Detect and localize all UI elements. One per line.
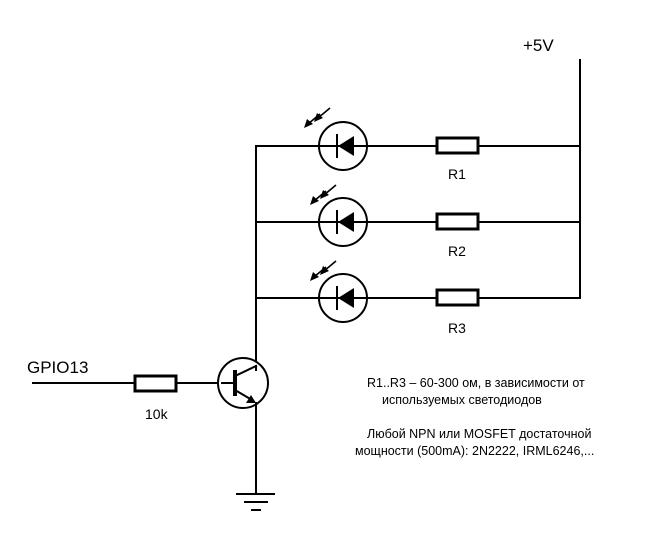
note-resistor-range-cont: используемых светодиодов [382, 393, 542, 407]
base-resistor-label: 10k [145, 406, 169, 422]
led-3-light-arrows-icon [310, 260, 337, 281]
resistor-10k [133, 374, 178, 393]
resistor-r3 [435, 288, 480, 307]
r3-label: R3 [448, 320, 466, 336]
r2-label: R2 [448, 243, 466, 259]
note-resistor-range: R1..R3 – 60-300 ом, в зависимости от [367, 376, 585, 390]
resistor-r2 [435, 212, 480, 231]
note-transistor: Любой NPN или MOSFET достаточной [367, 427, 591, 441]
branch-2 [255, 184, 581, 247]
branch-3 [255, 260, 581, 323]
led-3 [310, 260, 368, 323]
input-label: GPIO13 [27, 358, 88, 377]
npn-transistor [217, 357, 269, 409]
ground [236, 402, 275, 511]
ground-icon [236, 493, 275, 511]
led-2-light-arrows-icon [310, 184, 337, 205]
note-transistor-cont: мощности (500mA): 2N2222, IRML6246,... [355, 444, 594, 458]
supply-label: +5V [523, 36, 554, 55]
branch-1 [255, 107, 581, 171]
led-2 [310, 184, 368, 247]
led-1 [304, 107, 368, 171]
r1-label: R1 [448, 166, 466, 182]
resistor-r1 [435, 136, 480, 155]
led-1-light-arrows-icon [304, 107, 331, 128]
input-line [32, 374, 223, 393]
